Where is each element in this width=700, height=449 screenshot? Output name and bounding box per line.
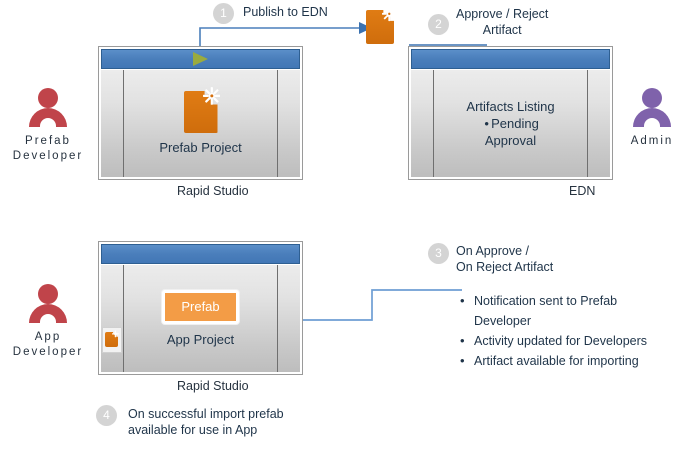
window-edn[interactable]: Artifacts Listing •Pending Approval EDN	[408, 46, 613, 198]
actor-label-line-1: Admin	[630, 135, 674, 147]
window-titlebar[interactable]	[101, 49, 300, 69]
actor-app-developer: App Developer	[0, 284, 96, 360]
person-icon	[629, 88, 675, 130]
window-prefab-project[interactable]: Prefab Project Rapid Studio	[98, 46, 303, 198]
person-head-icon	[38, 88, 58, 108]
actor-label-line-1: Prefab	[25, 135, 71, 147]
connector-publish-to-edn	[199, 22, 372, 48]
actor-prefab-developer: Prefab Developer	[0, 88, 96, 164]
person-icon	[25, 88, 71, 130]
artifacts-listing-bullet-line-2: Approval	[484, 133, 537, 148]
step-text-2-line-1: Approve / Reject	[456, 7, 549, 21]
actor-label-line-1: App	[34, 331, 62, 343]
list-item-continuation: Developer	[474, 314, 531, 328]
step-text-2-line-2: Artifact	[482, 23, 522, 37]
sidebar-artifact-tile[interactable]	[102, 327, 122, 353]
list-item: Artifact available for importing	[458, 351, 647, 371]
step-badge-1: 1	[213, 3, 234, 24]
person-body-icon	[29, 108, 67, 127]
connector-on-approve-reject	[288, 289, 462, 326]
window-right-pane	[277, 70, 300, 177]
actor-label-line-2: Developer	[12, 150, 84, 162]
prefab-button[interactable]: Prefab	[162, 289, 239, 324]
window-workarea: Prefab App Project	[101, 265, 300, 372]
window-caption: Rapid Studio	[177, 184, 249, 198]
window-body-label: App Project	[166, 331, 235, 347]
step-text-1-line-1: Publish to EDN	[243, 5, 328, 19]
window-left-pane	[101, 70, 124, 177]
artifacts-listing-block: Artifacts Listing •Pending Approval	[466, 98, 554, 149]
person-icon	[25, 284, 71, 326]
list-item: Activity updated for Developers	[458, 331, 647, 351]
artifact-burst-icon	[112, 330, 120, 338]
step-text-3-line-2: On Reject Artifact	[456, 260, 554, 274]
step-text-4-line-1: On successful import prefab	[128, 407, 284, 421]
step-text-3: On Approve / On Reject Artifact	[456, 243, 553, 275]
window-titlebar[interactable]	[101, 244, 300, 264]
window-caption: Rapid Studio	[177, 379, 249, 393]
artifacts-listing-title: Artifacts Listing	[466, 99, 555, 114]
step-badge-4: 4	[96, 405, 117, 426]
window-left-pane	[101, 265, 124, 372]
person-body-icon	[29, 304, 67, 323]
prefab-artifact-icon	[183, 87, 221, 133]
step-text-4: On successful import prefab available fo…	[128, 406, 284, 438]
artifact-burst-icon	[381, 6, 397, 22]
artifact-sheet	[105, 332, 118, 347]
step-text-1: Publish to EDN	[243, 4, 328, 20]
window-app-project[interactable]: Prefab App Project Rapid Studio	[98, 241, 303, 393]
list-item: Notification sent to Prefab	[458, 291, 647, 311]
step-3-bullet-list: Notification sent to Prefab Developer Ac…	[458, 291, 647, 371]
play-icon[interactable]	[192, 52, 208, 66]
window-right-pane	[277, 265, 300, 372]
actor-admin: Admin	[604, 88, 700, 149]
bullet-dot-icon: •	[484, 116, 489, 131]
step-text-2: Approve / Reject Artifact	[456, 6, 548, 38]
window-workarea: Prefab Project	[101, 70, 300, 177]
window-caption: EDN	[569, 184, 596, 198]
person-body-icon	[633, 108, 671, 127]
window-workarea: Artifacts Listing •Pending Approval	[411, 70, 610, 177]
step-badge-3: 3	[428, 243, 449, 264]
step-badge-2: 2	[428, 14, 449, 35]
actor-label-line-2: Developer	[12, 346, 84, 358]
window-right-pane	[587, 70, 610, 177]
artifacts-listing-bullet-line-1: •Pending	[466, 115, 554, 132]
window-body-label: Prefab Project	[159, 140, 242, 155]
person-head-icon	[642, 88, 662, 108]
artifact-burst-icon	[202, 87, 221, 105]
person-head-icon	[38, 284, 58, 304]
window-titlebar[interactable]	[411, 49, 610, 69]
window-left-pane	[411, 70, 434, 177]
prefab-artifact-small-icon	[105, 330, 120, 347]
step-text-4-line-2: available for use in App	[128, 423, 258, 437]
window-center-pane: Prefab Project	[124, 70, 277, 177]
step-text-3-line-1: On Approve /	[456, 244, 529, 258]
window-center-pane: Artifacts Listing •Pending Approval	[434, 70, 587, 177]
window-center-pane: Prefab App Project	[124, 265, 277, 372]
published-artifact-icon	[366, 6, 397, 44]
